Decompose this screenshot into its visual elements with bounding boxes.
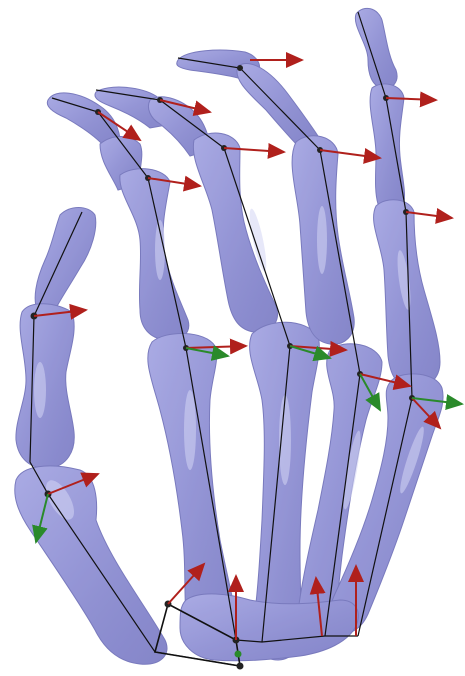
joint-wrist-d — [235, 651, 242, 658]
joint-ring-dip — [237, 65, 243, 71]
thumb-distal-bone — [35, 208, 96, 313]
little-distal-bone — [355, 8, 397, 88]
joint-wrist-c — [237, 663, 244, 670]
thumb-metacarpal-bone — [15, 466, 167, 664]
carpal-cluster — [180, 594, 358, 661]
middle-proximal-bone — [193, 133, 277, 332]
